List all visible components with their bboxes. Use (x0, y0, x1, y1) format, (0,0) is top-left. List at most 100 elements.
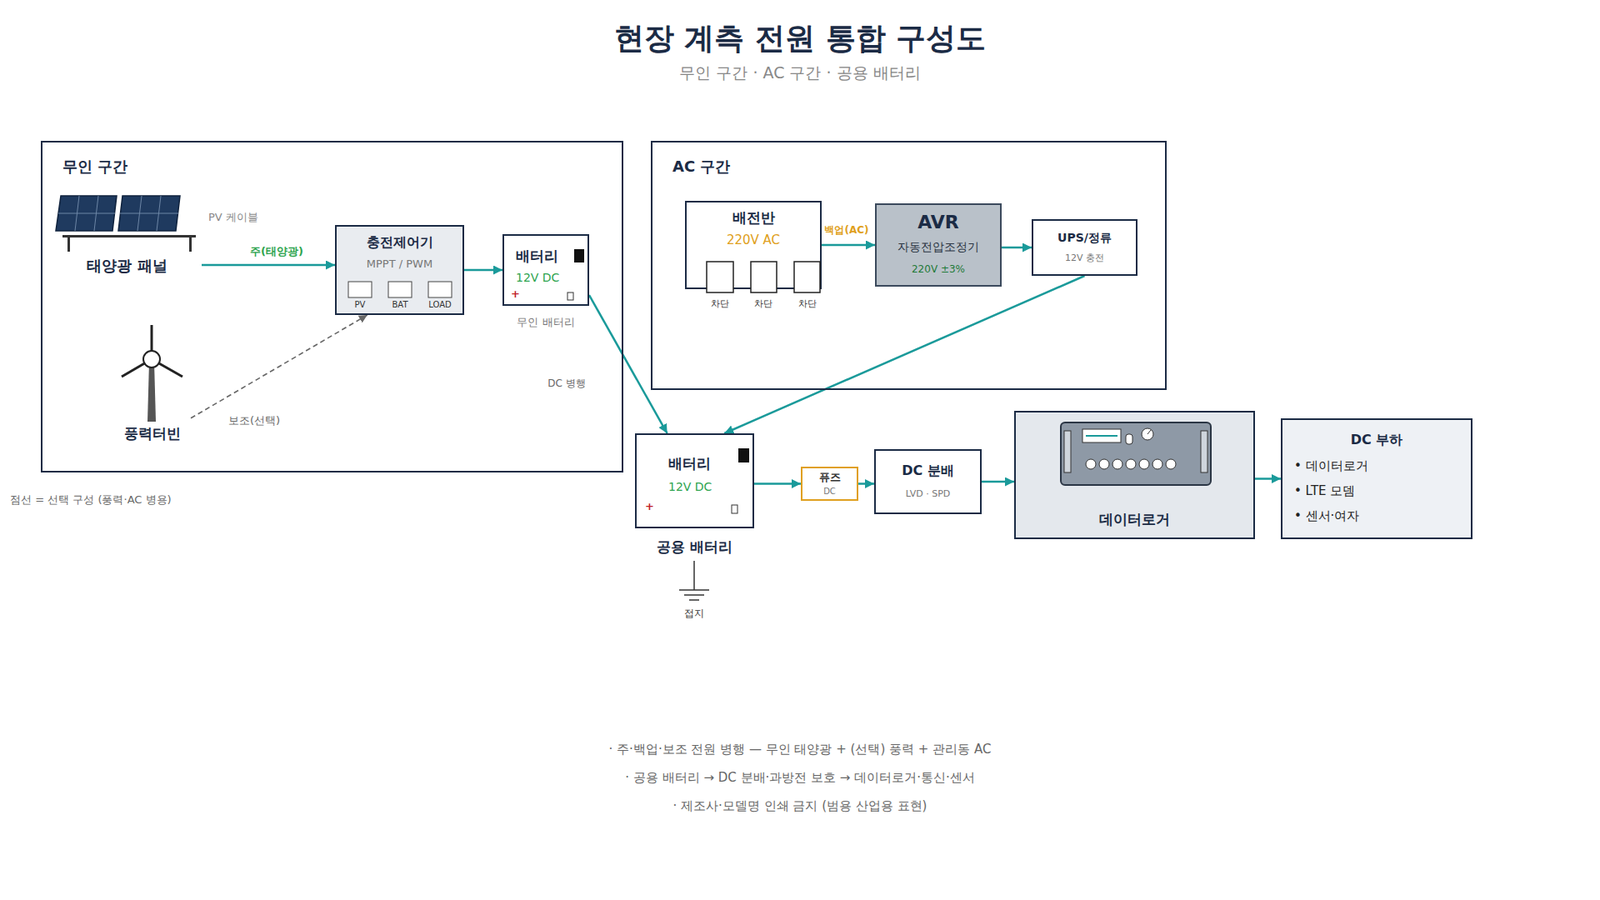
power-connector (589, 295, 668, 434)
region-box: 무인 구간 태양광 패널 충전제어기 MPPT / PWM PV BAT LOAD 배터… (40, 140, 624, 473)
device-body (1060, 422, 1211, 485)
power-connector (754, 482, 801, 485)
node-text: 풍력터빈 (124, 425, 181, 442)
region-box: AC 구간 배전반 220V AC 차단 차단 차단 AVR 자동전압조정기 220V ±3%… (650, 140, 1167, 390)
datalogger-box: 데이터로거 (1014, 410, 1255, 540)
battery-terminal (738, 448, 750, 463)
note-label: PV 케이블 (208, 210, 259, 225)
node-text: 12V DC (668, 480, 712, 495)
node-text: 배터리 (668, 455, 711, 472)
device-port (1152, 459, 1163, 470)
node-text: 차단 (754, 298, 773, 310)
node-text: 충전제어기 (366, 234, 434, 250)
note-label: · 주·백업·보조 전원 병행 — 무인 태양광 + (선택) 풍력 + 관리동… (609, 741, 992, 757)
edge-label: 주(태양광) (247, 245, 306, 259)
ground-wire (693, 560, 695, 590)
device-gauge (1141, 428, 1154, 440)
device-port (1139, 459, 1150, 470)
panelboard-box: 배전반220V AC차단차단차단 (685, 200, 822, 290)
node-text: 차단 (710, 298, 730, 310)
edge-label: 보조(선택) (225, 414, 283, 428)
battery-box: 배터리12V DC+공용 배터리 (635, 433, 755, 529)
node-text: 자동전압조정기 (897, 240, 980, 255)
breaker (706, 261, 734, 293)
node-text: 무인 구간 (62, 157, 128, 176)
node-text: PV (355, 300, 366, 310)
breaker (750, 261, 777, 293)
power-connector (1255, 477, 1281, 480)
node-text: • LTE 모뎀 (1294, 483, 1355, 499)
node-text: BAT (391, 300, 408, 310)
battery-box: 배터리12V DC+무인 배터리 (502, 234, 590, 306)
terminal-box (428, 281, 452, 298)
controller-box: 충전제어기 MPPT / PWM PV BAT LOAD (335, 225, 465, 315)
node-text: AC 구간 (672, 157, 730, 176)
node-text: 태양광 패널 (86, 256, 167, 275)
device-port (1165, 459, 1176, 470)
node-text: 퓨즈 (819, 470, 841, 485)
fuse-box: 퓨즈DC (800, 466, 859, 501)
node-text: 12V 충전 (1065, 252, 1105, 264)
pv-grid (58, 195, 179, 231)
turbine-tower (147, 361, 156, 422)
power-connector (724, 275, 1085, 434)
pv-leg (67, 235, 70, 252)
load-box: DC 부하 • 데이터로거 • LTE 모뎀 • 센서·여자 (1280, 418, 1473, 540)
diagram-subtitle: 무인 구간 · AC 구간 · 공용 배터리 (679, 63, 920, 83)
device-handle (1064, 430, 1071, 473)
power-connector (858, 482, 875, 485)
battery-terminal (574, 249, 585, 263)
device-screen (1082, 429, 1121, 443)
ground-symbol (689, 599, 700, 601)
breaker (794, 261, 820, 293)
node-text: 무인 배터리 (516, 315, 575, 330)
node-text: UPS/정류 (1057, 230, 1112, 245)
node-text: • 데이터로거 (1294, 458, 1369, 474)
device-port (1112, 459, 1123, 470)
node-text: 12V DC (515, 270, 560, 285)
device-ports (1085, 459, 1176, 470)
terminal-box (388, 281, 412, 298)
node-text: AVR (917, 211, 960, 234)
ups-box: UPS/정류 12V 충전 (1031, 219, 1138, 276)
power-connector (821, 244, 875, 247)
device-port (1099, 459, 1110, 470)
pv-leg (189, 235, 192, 252)
node-text: + (645, 500, 655, 514)
note-label: 점선 = 선택 구성 (풍력·AC 병용) (10, 493, 172, 507)
distribution-box: DC 분배 LVD · SPD (874, 449, 982, 515)
node-text: 배전반 (732, 209, 775, 226)
node-text: DC 분배 (901, 462, 955, 479)
device-knob (1125, 434, 1133, 445)
node-text: 220V ±3% (911, 263, 965, 275)
solar-panel-node: 태양광 패널 (52, 190, 202, 279)
device-gauge-needle (1147, 430, 1151, 435)
node-text: 차단 (798, 298, 817, 310)
node-text: MPPT / PWM (366, 257, 433, 271)
node-text: • 센서·여자 (1294, 508, 1360, 524)
diagram-title: 현장 계측 전원 통합 구성도 (614, 20, 986, 56)
note-label: · 제조사·모델명 인쇄 금지 (범용 산업용 표현) (673, 798, 928, 814)
node-text: DC (823, 486, 836, 497)
battery-terminal (567, 292, 574, 300)
power-connector (981, 480, 1015, 484)
node-text: LOAD (428, 300, 451, 310)
node-text: + (510, 287, 520, 301)
device-screen-line (1085, 435, 1118, 437)
node-text: 220V AC (726, 232, 780, 248)
wind-turbine-node: 풍력터빈 (114, 320, 191, 446)
node-text: 데이터로거 (1099, 510, 1170, 528)
node-text: 공용 배터리 (656, 538, 733, 555)
note-label: 접지 (684, 607, 705, 620)
power-connector (1001, 246, 1032, 250)
node-text: LVD · SPD (905, 488, 951, 500)
optional-connector (190, 315, 368, 419)
battery-terminal (731, 505, 738, 514)
note-label: · 공용 배터리 → DC 분배·과방전 보호 → 데이터로거·통신·센서 (625, 770, 975, 785)
pv-rack (62, 235, 196, 238)
node-text: 배터리 (515, 247, 559, 265)
device-handle (1200, 430, 1208, 473)
turbine-hub (143, 350, 160, 368)
node-text: DC 부하 (1350, 431, 1404, 448)
